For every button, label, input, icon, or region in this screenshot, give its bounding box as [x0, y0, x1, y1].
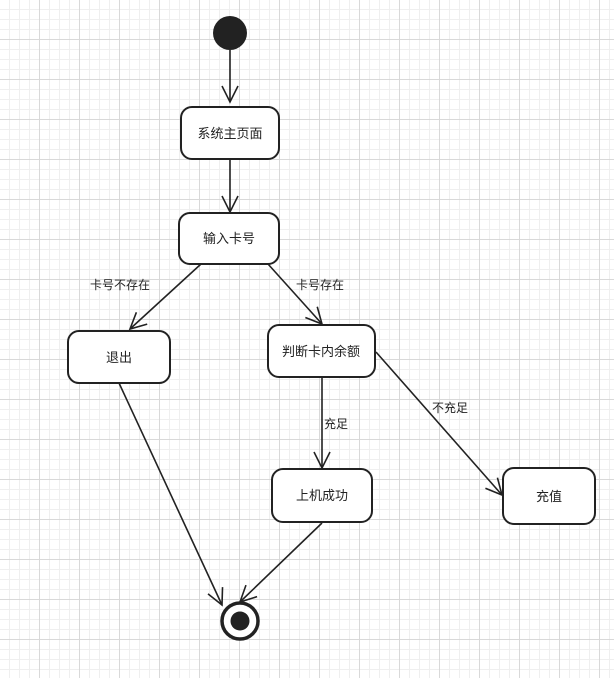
node-recharge[interactable]: 充值: [502, 467, 596, 525]
node-judge-box: [267, 324, 376, 378]
edge-input-to-judge: [267, 263, 324, 326]
edge-judge-to-recharge: [375, 351, 504, 497]
edge-label-card-exist: 卡号存在: [296, 278, 344, 292]
edge-label-card-not-exist: 卡号不存在: [90, 278, 150, 292]
edge-label-insufficient: 不充足: [432, 400, 468, 415]
edge-exit-to-end: [118, 382, 224, 607]
initial-node[interactable]: [213, 16, 247, 50]
node-judge[interactable]: 判断卡内余额: [267, 324, 376, 378]
node-recharge-label: 充值: [536, 489, 562, 505]
node-home[interactable]: 系统主页面: [180, 106, 280, 160]
node-input-label: 输入卡号: [203, 231, 255, 247]
node-recharge-box: [502, 467, 596, 525]
node-input-box: [178, 212, 280, 265]
final-node-dot: [230, 611, 250, 631]
node-judge-label: 判断卡内余额: [282, 344, 360, 360]
node-home-label: 系统主页面: [197, 127, 262, 142]
node-exit[interactable]: 退出: [67, 330, 171, 384]
edges: [118, 50, 504, 607]
node-online-box: [271, 468, 373, 523]
edge-label-sufficient: 充足: [324, 416, 348, 431]
node-home-box: [180, 106, 280, 160]
edge-online-to-end: [238, 522, 323, 604]
node-exit-label: 退出: [106, 351, 132, 366]
final-node[interactable]: [220, 601, 260, 641]
node-input[interactable]: 输入卡号: [178, 212, 280, 265]
node-online-label: 上机成功: [296, 489, 348, 504]
edge-input-to-exit: [128, 263, 202, 331]
node-exit-box: [67, 330, 171, 384]
node-online[interactable]: 上机成功: [271, 468, 373, 523]
